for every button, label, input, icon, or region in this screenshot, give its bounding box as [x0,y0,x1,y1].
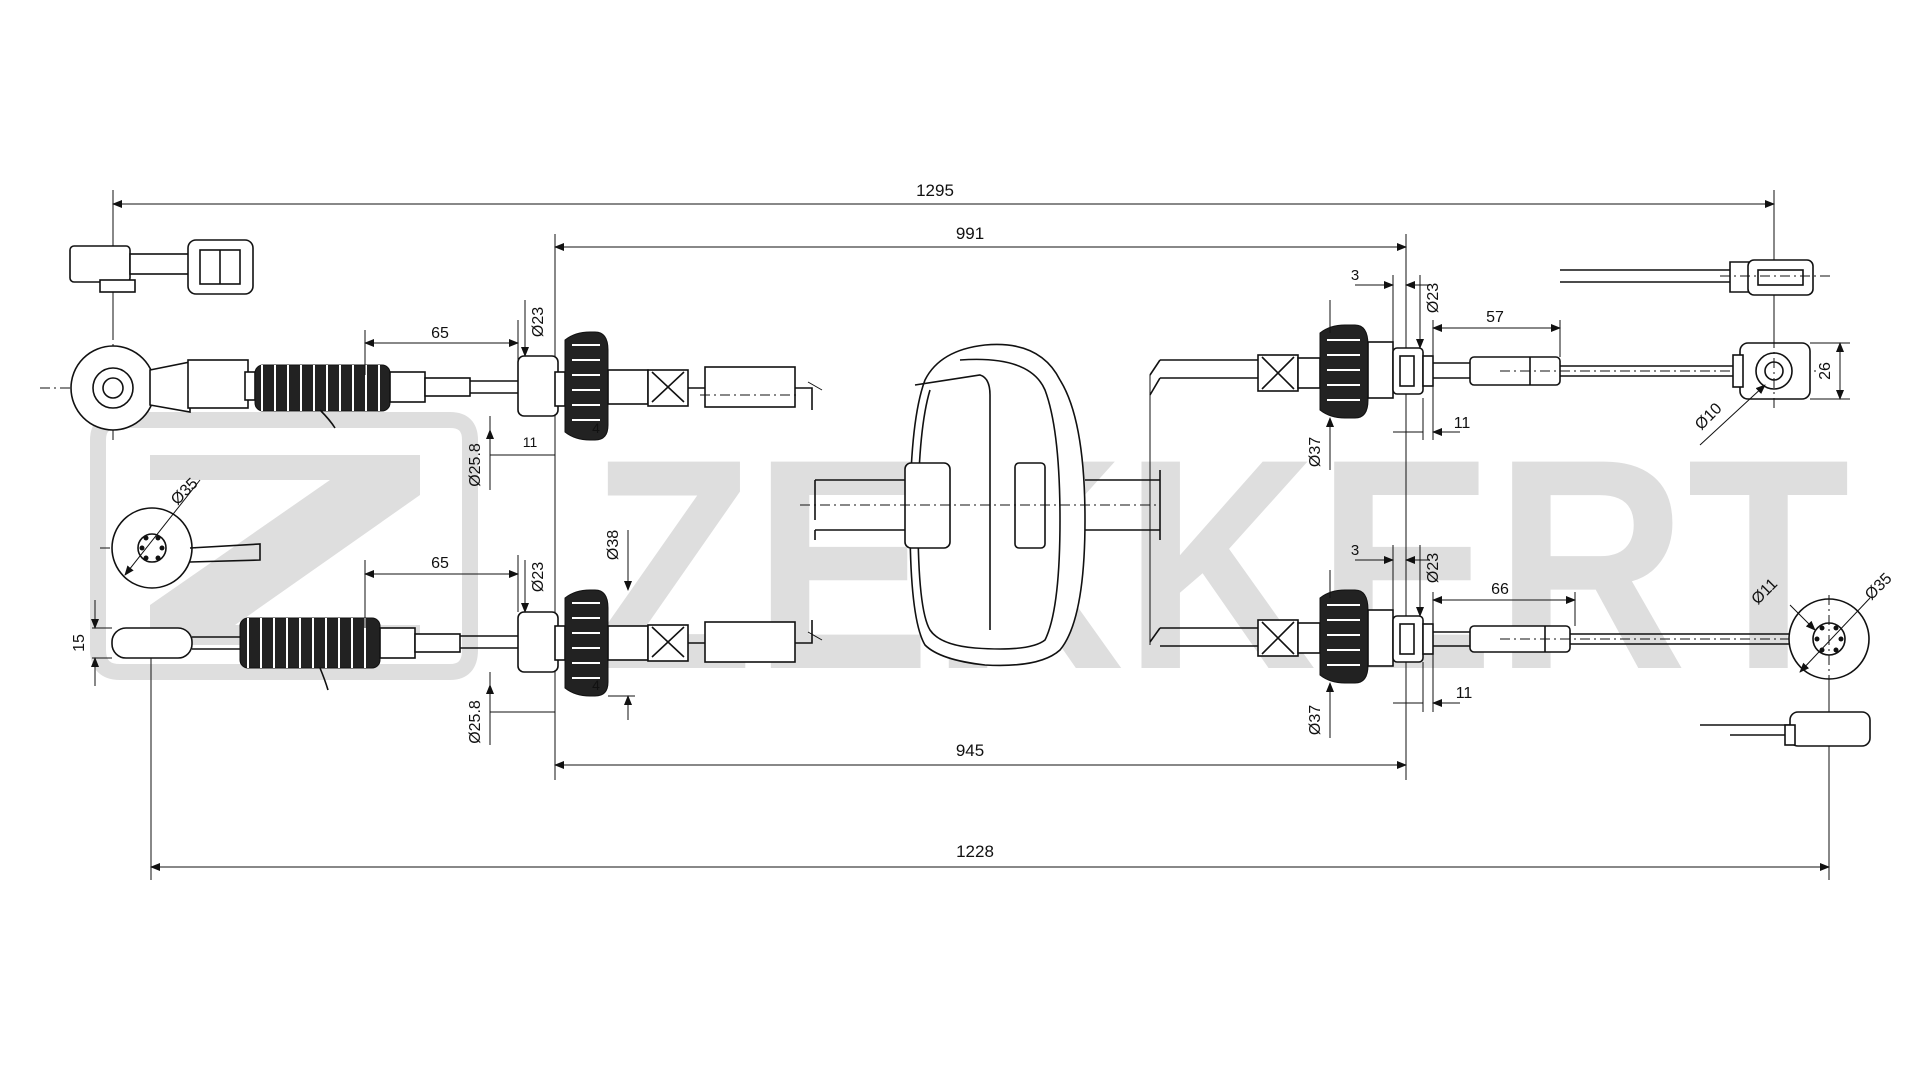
dim-right-lower-3: 3 [1351,542,1359,559]
dim-left-lower-d258: Ø25.8 [467,700,484,744]
right-upper-cable-end: 26 Ø10 3 Ø23 57 11 Ø37 [1149,259,1850,470]
dim-right-lower-d37: Ø37 [1307,705,1324,735]
dim-left-upper-d258: Ø25.8 [467,443,484,487]
dim-right-upper-3: 3 [1351,267,1359,284]
dim-left-upper-d23: Ø23 [530,307,547,337]
dim-right-lower-11: 11 [1456,685,1473,702]
dim-right-upper-d23: Ø23 [1425,283,1442,313]
left-upper-cable-end: 65 Ø23 Ø25.8 11 4 [40,239,813,490]
left-clip-top-view [69,239,254,295]
dim-right-d35: Ø35 [1862,570,1895,603]
dim-right-upper-11: 11 [1454,415,1471,432]
dim-right-26: 26 [1817,362,1834,380]
overall-dimensions: 1295 991 945 1228 [112,181,1830,880]
dim-overall-top: 1295 [916,181,954,200]
watermark-text: ZEKKERT [590,396,1850,732]
dim-left-upper-65: 65 [431,325,449,342]
left-upper-rod [470,331,813,441]
right-lower-cable-end: Ø11 Ø35 3 Ø23 66 11 Ø37 [1149,542,1896,747]
dim-top-inner: 991 [956,224,984,243]
brand-logo-icon [90,412,478,680]
dim-left-lower-4: 4 [592,677,600,693]
center-mounting-bracket [800,343,1161,667]
dim-left-upper-11: 11 [523,434,538,450]
dim-bottom-inner: 945 [956,741,984,760]
left-upper-bellows [254,364,471,429]
dim-left-lower-d38: Ø38 [605,530,622,560]
dim-right-lower-d23: Ø23 [1425,553,1442,583]
dim-left-upper-4: 4 [592,420,600,436]
brand-watermark: ZEKKERT [90,396,1850,732]
dim-left-d35: Ø35 [168,475,201,508]
dim-left-15: 15 [71,634,88,652]
dim-overall-bottom: 1228 [956,842,994,861]
dim-right-lower-66: 66 [1491,581,1509,598]
left-upper-eye-end [40,330,256,440]
dim-left-lower-d23: Ø23 [530,562,547,592]
dim-right-upper-d37: Ø37 [1307,437,1324,467]
dim-right-upper-57: 57 [1486,309,1504,326]
dim-left-lower-65: 65 [431,555,449,572]
